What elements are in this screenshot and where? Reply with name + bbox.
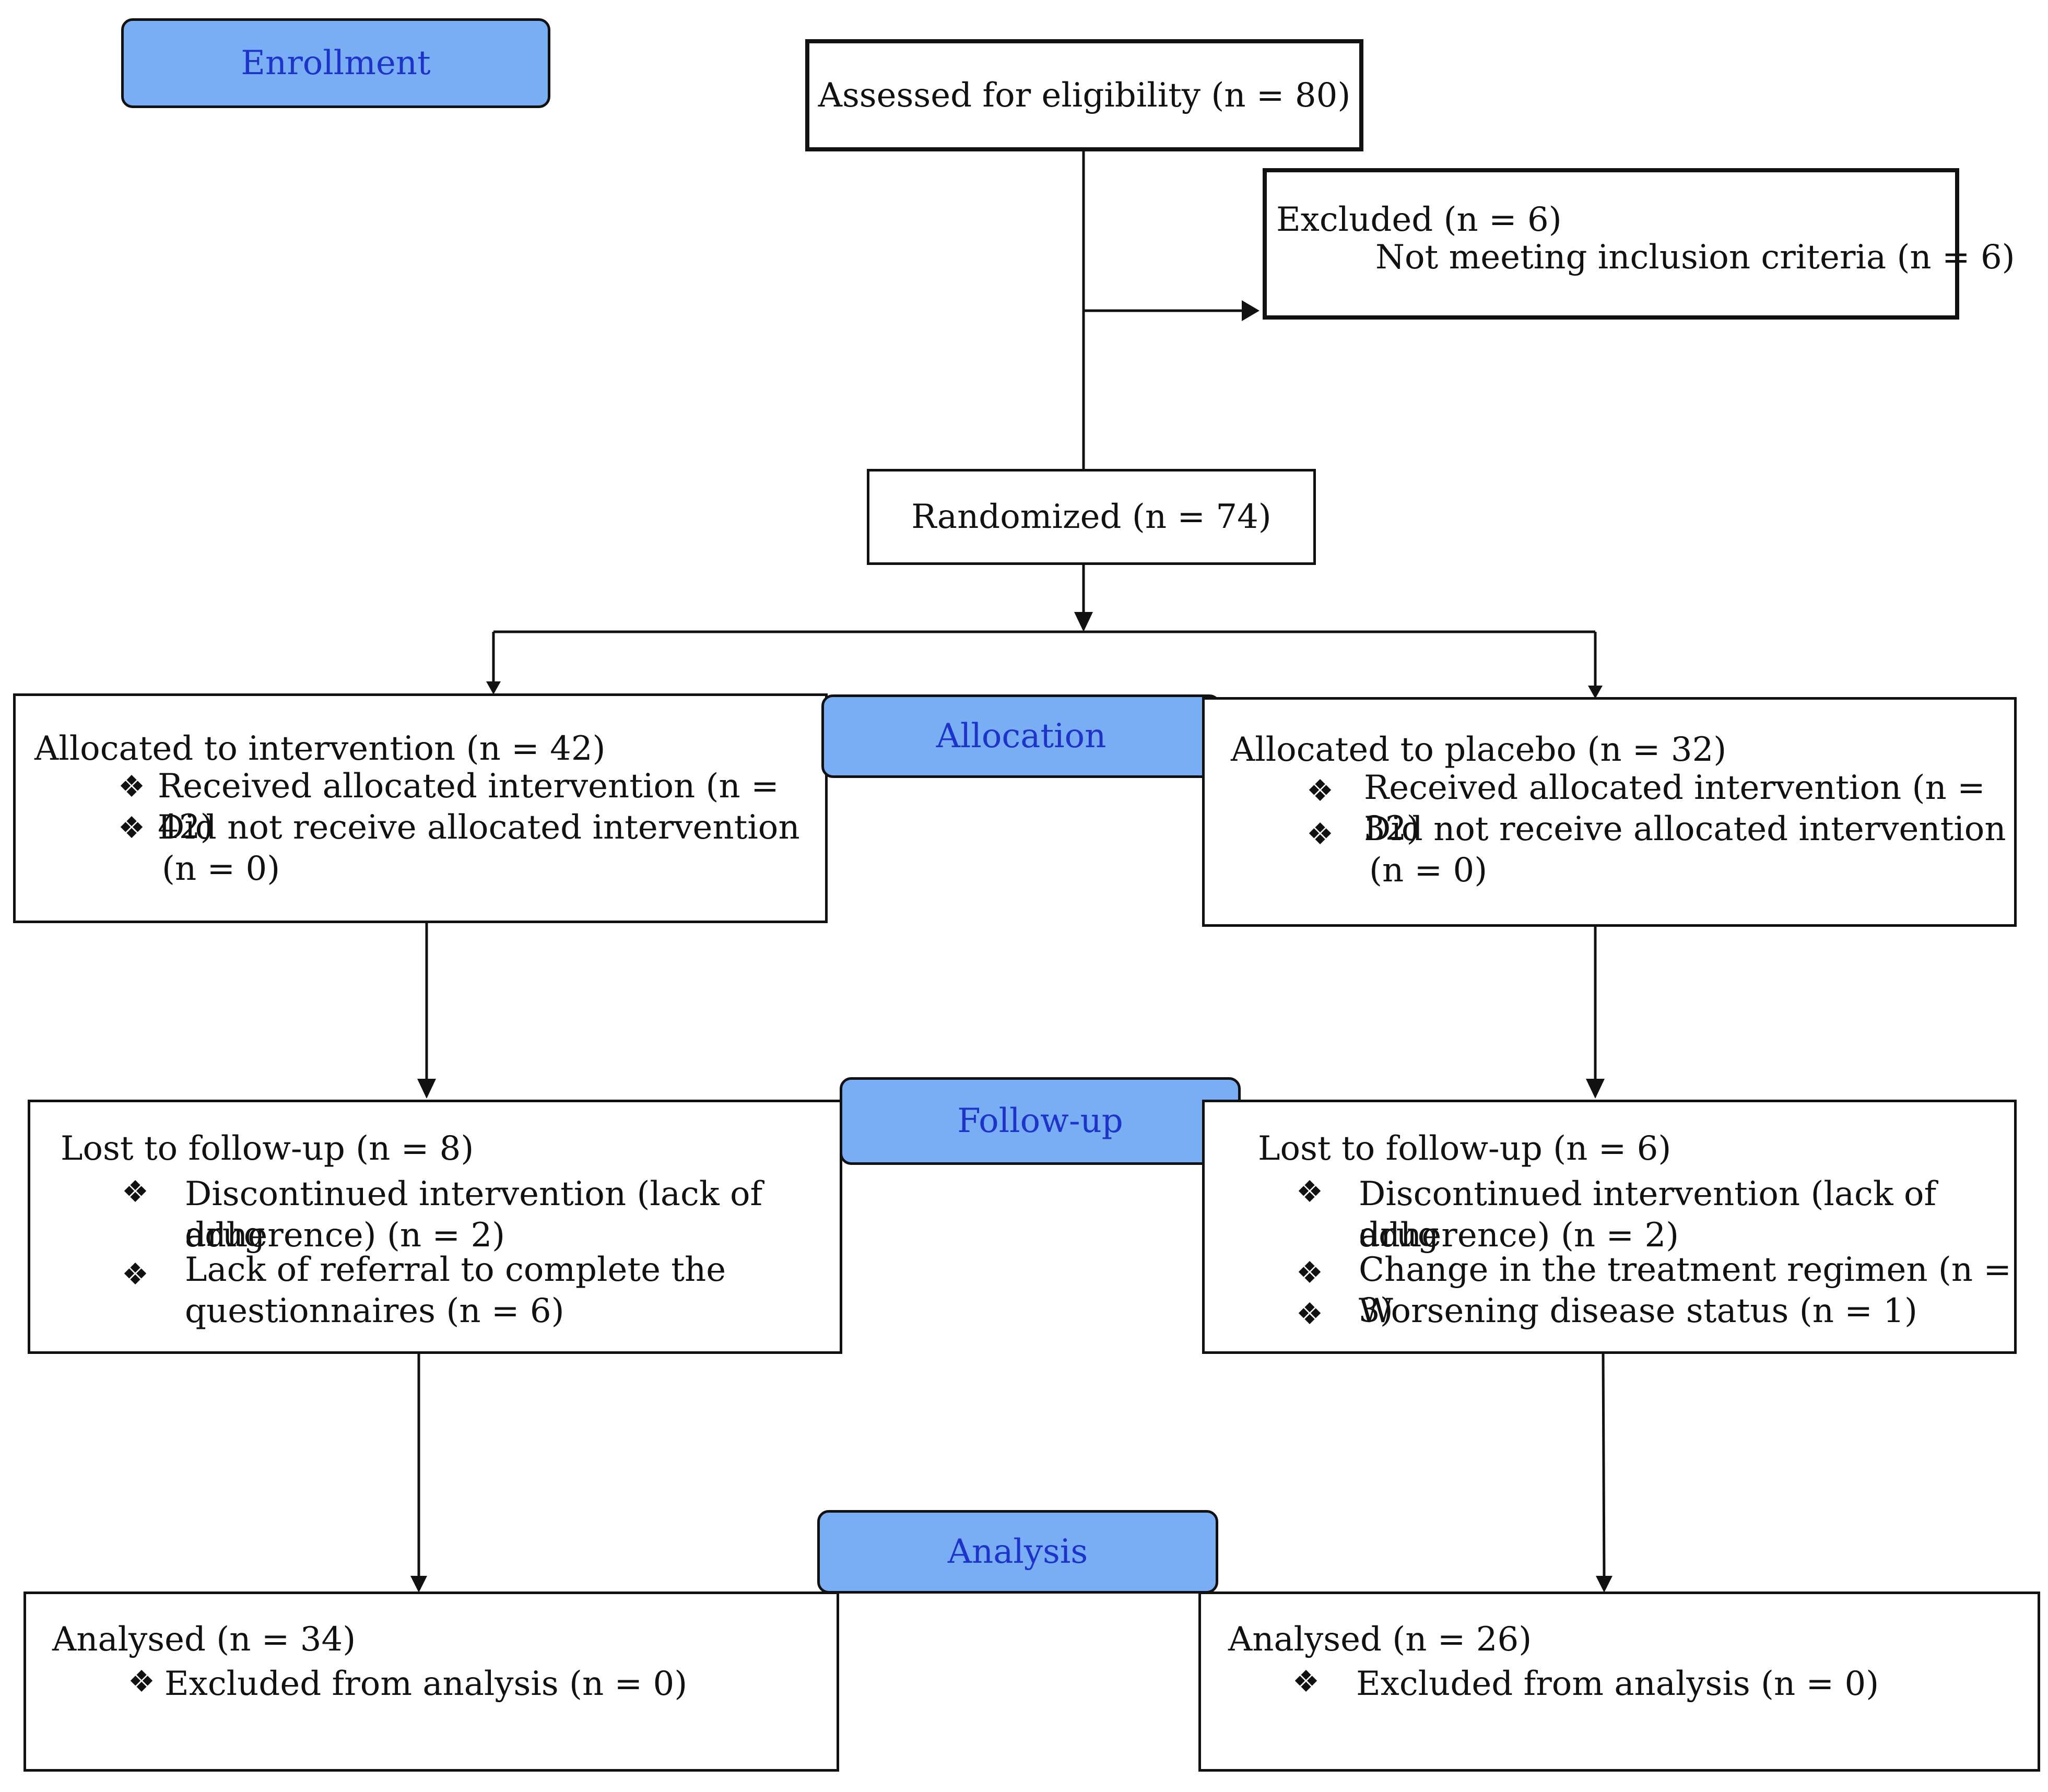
bullet-icon: ❖ bbox=[1307, 773, 1334, 808]
randomized-label: Randomized (n = 74) bbox=[911, 498, 1272, 536]
bullet-icon: ❖ bbox=[118, 810, 145, 845]
analysed-placebo-title: Analysed (n = 26) bbox=[1228, 1620, 1532, 1659]
alloc-intervention-item: Did not receive allocated intervention bbox=[158, 808, 800, 847]
excluded-reason: Not meeting inclusion criteria (n = 6) bbox=[1375, 238, 2015, 277]
stage-analysis: Analysis bbox=[817, 1510, 1218, 1594]
arrowhead-alloc-right bbox=[1588, 686, 1603, 699]
lost-placebo-box: Lost to follow-up (n = 6) ❖ Discontinued… bbox=[1202, 1100, 2017, 1354]
stage-followup: Follow-up bbox=[840, 1077, 1241, 1165]
lost-intervention-item: Discontinued intervention (lack of drug bbox=[185, 1175, 763, 1254]
lost-placebo-item: Worsening disease status (n = 1) bbox=[1359, 1292, 1917, 1330]
alloc-placebo-title: Allocated to placebo (n = 32) bbox=[1231, 730, 1727, 769]
bullet-icon: ❖ bbox=[1296, 1296, 1323, 1331]
lost-placebo-item: Change in the treatment regimen (n = 3) bbox=[1359, 1251, 2012, 1330]
assessed-box: Assessed for eligibility (n = 80) bbox=[805, 39, 1363, 151]
lost-intervention-item: adherence) (n = 2) bbox=[185, 1216, 505, 1255]
alloc-placebo-item: Received allocated intervention (n = 32) bbox=[1364, 769, 1985, 848]
stage-enrollment: Enrollment bbox=[121, 18, 550, 108]
analysed-intervention-box: Analysed (n = 34) ❖ Excluded from analys… bbox=[23, 1591, 839, 1772]
alloc-placebo-item: (n = 0) bbox=[1369, 851, 1488, 890]
lost-intervention-box: Lost to follow-up (n = 8) ❖ Discontinued… bbox=[28, 1100, 842, 1354]
alloc-intervention-item: Received allocated intervention (n = 42) bbox=[158, 767, 779, 846]
stage-allocation-label: Allocation bbox=[936, 717, 1107, 756]
stage-followup-label: Follow-up bbox=[957, 1102, 1123, 1140]
arrowhead-lost-left bbox=[417, 1079, 436, 1099]
randomized-box: Randomized (n = 74) bbox=[867, 469, 1316, 565]
assessed-label: Assessed for eligibility (n = 80) bbox=[818, 76, 1351, 115]
stage-analysis-label: Analysis bbox=[947, 1532, 1088, 1571]
lost-intervention-title: Lost to follow-up (n = 8) bbox=[61, 1129, 474, 1168]
arrowhead-analysed-right bbox=[1596, 1576, 1612, 1593]
arrowhead-analysed-left bbox=[410, 1576, 427, 1593]
analysed-placebo-item: Excluded from analysis (n = 0) bbox=[1356, 1665, 1879, 1703]
analysed-intervention-title: Analysed (n = 34) bbox=[52, 1620, 356, 1659]
lost-placebo-item: adherence) (n = 2) bbox=[1359, 1216, 1679, 1255]
bullet-icon: ❖ bbox=[128, 1664, 155, 1699]
excluded-title: Excluded (n = 6) bbox=[1276, 201, 1562, 239]
bullet-icon: ❖ bbox=[1296, 1255, 1323, 1290]
stage-enrollment-label: Enrollment bbox=[241, 44, 431, 82]
alloc-placebo-box: Allocated to placebo (n = 32) ❖ Received… bbox=[1202, 697, 2017, 927]
bullet-icon: ❖ bbox=[1292, 1664, 1320, 1699]
arrowhead-alloc-left bbox=[486, 681, 501, 694]
alloc-intervention-item: (n = 0) bbox=[162, 850, 280, 888]
alloc-intervention-title: Allocated to intervention (n = 42) bbox=[34, 729, 606, 768]
stage-allocation: Allocation bbox=[821, 694, 1221, 778]
lost-placebo-title: Lost to follow-up (n = 6) bbox=[1258, 1129, 1672, 1168]
bullet-icon: ❖ bbox=[122, 1174, 149, 1209]
lost-intervention-item: questionnaires (n = 6) bbox=[185, 1292, 564, 1330]
excluded-box: Excluded (n = 6) Not meeting inclusion c… bbox=[1263, 168, 2015, 320]
alloc-intervention-box: Allocated to intervention (n = 42) ❖ Rec… bbox=[13, 693, 828, 923]
bullet-icon: ❖ bbox=[118, 769, 145, 804]
bullet-icon: ❖ bbox=[1296, 1174, 1323, 1209]
arrowhead-randomized bbox=[1074, 612, 1093, 632]
analysed-placebo-box: Analysed (n = 26) ❖ Excluded from analys… bbox=[1198, 1591, 2040, 1772]
arrowhead-lost-right bbox=[1586, 1079, 1605, 1099]
connector-lost-analysed-right bbox=[1602, 1351, 1606, 1577]
bullet-icon: ❖ bbox=[1307, 816, 1334, 852]
analysed-intervention-item: Excluded from analysis (n = 0) bbox=[164, 1665, 688, 1703]
lost-placebo-item: Discontinued intervention (lack of drug bbox=[1359, 1175, 1937, 1254]
alloc-placebo-item: Did not receive allocated intervention bbox=[1364, 810, 2006, 848]
arrowhead-excluded bbox=[1242, 300, 1260, 321]
bullet-icon: ❖ bbox=[122, 1256, 149, 1292]
lost-intervention-item: Lack of referral to complete the bbox=[185, 1251, 726, 1289]
